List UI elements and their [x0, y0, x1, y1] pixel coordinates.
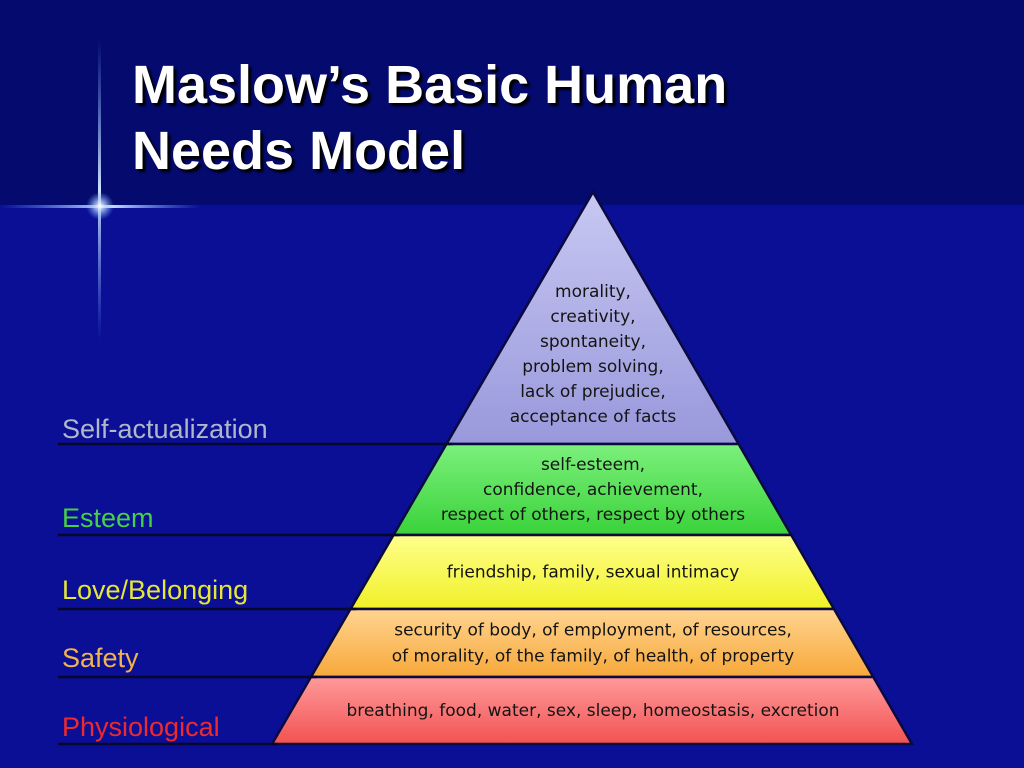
pyramid-level-text: confidence, achievement, [483, 480, 703, 500]
pyramid-level-text: respect of others, respect by others [441, 505, 745, 525]
pyramid-level-text: of morality, of the family, of health, o… [392, 647, 794, 667]
pyramid-level-text: problem solving, [522, 357, 663, 377]
pyramid-level-4 [269, 675, 915, 746]
pyramid-level-text: self-esteem, [541, 455, 645, 475]
pyramid-level-3 [308, 607, 876, 679]
pyramid-level-text: creativity, [550, 307, 635, 327]
pyramid-level-text: breathing, food, water, sex, sleep, home… [346, 701, 839, 721]
pyramid-diagram: morality, creativity, spontaneity, problem … [269, 189, 915, 746]
level-label: Physiological [62, 712, 220, 742]
slide-title: Maslow’s Basic Human Needs Model [132, 55, 728, 181]
pyramid-level-text: security of body, of employment, of reso… [394, 621, 792, 641]
header-band-edge [0, 205, 1024, 208]
level-label: Self-actualization [62, 414, 268, 444]
pyramid-level-text: friendship, family, sexual intimacy [447, 563, 740, 583]
pyramid-level-text: acceptance of facts [510, 407, 677, 427]
pyramid-level-text: lack of prejudice, [520, 382, 666, 402]
pyramid-level-text: morality, [555, 282, 631, 302]
level-label: Esteem [62, 503, 154, 533]
header-band [0, 0, 1024, 207]
level-labels: Self-actualizationEsteemLove/BelongingSa… [58, 414, 453, 746]
level-label: Safety [62, 643, 139, 673]
pyramid-level-text: spontaneity, [540, 332, 646, 352]
level-label: Love/Belonging [62, 575, 248, 605]
sparkle-decoration [0, 40, 200, 340]
